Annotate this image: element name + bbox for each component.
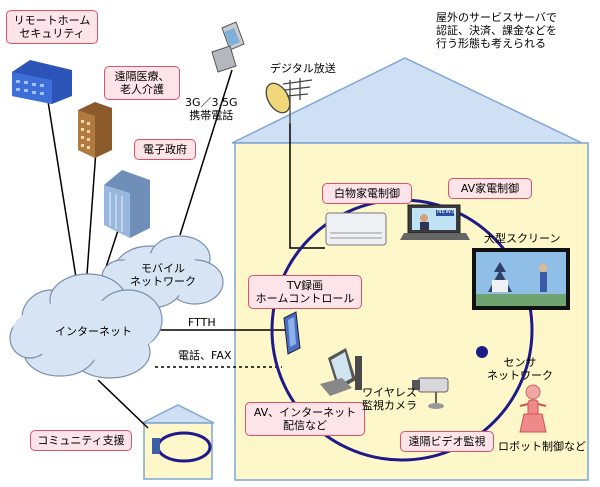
telemedicine-label: 遠隔医療、 老人介護 bbox=[114, 70, 170, 96]
sensor-node bbox=[476, 346, 488, 358]
av-internet-box: AV、インターネット 配信など bbox=[245, 402, 365, 436]
tv-news-label: NEWS bbox=[437, 208, 456, 215]
white-goods-label: 白物家電制御 bbox=[334, 187, 400, 200]
line-community bbox=[97, 379, 149, 429]
antenna-icon bbox=[265, 78, 313, 124]
pc-icon bbox=[320, 348, 362, 396]
camera-icon bbox=[412, 377, 449, 409]
phone-fax-label: 電話、FAX bbox=[178, 349, 232, 362]
line-medical bbox=[85, 149, 97, 289]
ftth-label: FTTH bbox=[188, 316, 216, 329]
remote-security-label: リモートホーム セキュリティ bbox=[13, 14, 91, 40]
e-government-label: 電子政府 bbox=[143, 143, 187, 156]
big-screen-label: 大型スクリーン bbox=[484, 232, 561, 245]
wireless-camera-label: ワイヤレス 監視カメラ bbox=[362, 386, 417, 412]
mobile-network-label: モバイル ネットワーク bbox=[130, 262, 196, 288]
internet-label: インターネット bbox=[55, 325, 132, 338]
robot-icon bbox=[519, 384, 547, 433]
tv-recording-label: TV録画 ホームコントロール bbox=[255, 279, 355, 305]
mobile-phone-label: 3G／3.5G 携帯電話 bbox=[185, 96, 238, 122]
security-building-icon bbox=[12, 60, 72, 104]
community-support-box: コミュニティ支援 bbox=[30, 430, 132, 451]
remote-video-box: 遠隔ビデオ監視 bbox=[400, 431, 494, 452]
line-security bbox=[46, 94, 79, 291]
tv-recording-box: TV録画 ホームコントロール bbox=[248, 275, 362, 309]
telemedicine-box: 遠隔医療、 老人介護 bbox=[104, 66, 180, 100]
outdoor-server-note: 屋外のサービスサーバで 認証、決済、課金などを 行う形態も考えられる bbox=[436, 11, 557, 50]
e-government-box: 電子政府 bbox=[134, 139, 196, 160]
home-router-icon bbox=[283, 311, 301, 355]
small-router-icon bbox=[152, 438, 160, 454]
government-building-icon bbox=[104, 170, 150, 238]
line-antenna bbox=[289, 123, 325, 249]
remote-security-box: リモートホーム セキュリティ bbox=[6, 10, 98, 44]
air-conditioner-icon bbox=[325, 212, 387, 246]
remote-video-label: 遠隔ビデオ監視 bbox=[408, 435, 486, 448]
av-control-box: AV家電制御 bbox=[448, 178, 532, 199]
community-support-label: コミュニティ支援 bbox=[37, 434, 125, 447]
small-house-roof bbox=[141, 404, 215, 424]
tv-icon bbox=[400, 204, 470, 240]
mobile-phone-icon bbox=[211, 21, 245, 73]
av-control-label: AV家電制御 bbox=[460, 182, 520, 195]
av-internet-label: AV、インターネット 配信など bbox=[253, 406, 357, 432]
robot-control-label: ロボット制御など bbox=[498, 440, 586, 453]
line-mobile bbox=[179, 69, 233, 236]
big-screen-icon bbox=[472, 248, 570, 310]
white-goods-box: 白物家電制御 bbox=[322, 183, 412, 204]
medical-building-icon bbox=[78, 102, 112, 158]
sensor-network-label: センサ ネットワーク bbox=[487, 356, 553, 382]
digital-broadcast-label: デジタル放送 bbox=[270, 62, 336, 75]
